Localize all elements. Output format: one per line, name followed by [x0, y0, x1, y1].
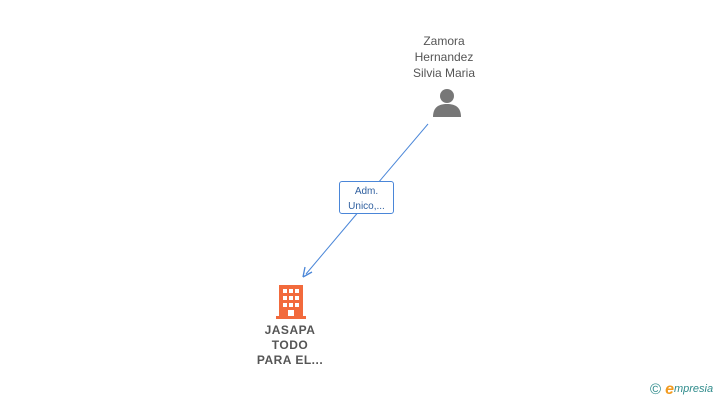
edge-line-lower [305, 209, 361, 275]
building-icon[interactable] [276, 285, 306, 319]
person-icon[interactable] [432, 88, 462, 118]
copyright-icon: © [650, 380, 662, 398]
brand-logo: © e mpresia [650, 380, 713, 398]
arrowhead [302, 266, 313, 278]
relationship-label-line-2: Unico,... [348, 201, 385, 212]
relationship-label[interactable]: Adm. Unico,... [339, 181, 394, 214]
company-node-label[interactable]: JASAPA TODO PARA EL... [230, 323, 350, 368]
person-name-line-2: Hernandez [414, 50, 474, 64]
person-node-label[interactable]: Zamora Hernandez Silvia Maria [384, 33, 504, 81]
company-name-line-3: PARA EL... [256, 353, 324, 367]
company-name-line-1: JASAPA [264, 323, 316, 337]
person-name-line-3: Silvia Maria [412, 66, 475, 80]
brand-logo-initial: e [665, 380, 674, 398]
brand-logo-text: mpresia [673, 382, 714, 395]
relationship-label-line-1: Adm. [354, 186, 379, 197]
company-name-line-2: TODO [271, 338, 309, 352]
person-name-line-1: Zamora [423, 34, 465, 48]
edge-line-upper [371, 123, 429, 191]
